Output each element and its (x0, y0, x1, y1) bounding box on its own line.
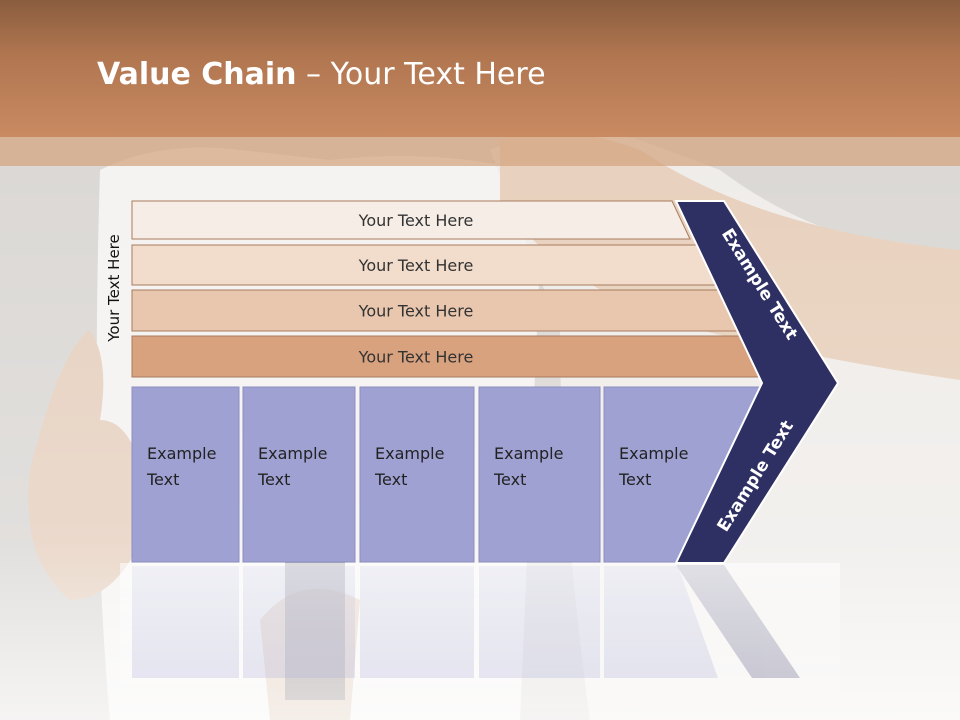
activity-text-line1-1: Example (147, 444, 216, 463)
activity-column-4 (478, 386, 601, 563)
support-bar-label-4: Your Text Here (358, 348, 474, 367)
activity-column-2 (242, 386, 356, 563)
activity-text-line1-4: Example (494, 444, 563, 463)
reflection-fade (120, 563, 840, 720)
support-bar-label-2: Your Text Here (358, 256, 474, 275)
slide-title-bold: Value Chain (97, 57, 297, 92)
title-band-lower (0, 137, 960, 166)
reflection (120, 563, 840, 720)
activity-text-line1-5: Example (619, 444, 688, 463)
title-band (0, 0, 960, 137)
support-bar-1 (131, 200, 691, 240)
slide-title-rest: – Your Text Here (296, 57, 546, 92)
activity-text-line2-1: Text (146, 470, 179, 489)
activity-text-line2-5: Text (618, 470, 651, 489)
activity-column-3 (359, 386, 475, 563)
slide-title: Value Chain – Your Text Here (97, 55, 546, 95)
support-bar-label-3: Your Text Here (358, 302, 474, 321)
activity-text-line2-2: Text (257, 470, 290, 489)
activity-text-line1-3: Example (375, 444, 444, 463)
activity-text-line2-3: Text (374, 470, 407, 489)
activity-column-1 (131, 386, 240, 563)
activity-text-line1-2: Example (258, 444, 327, 463)
activity-text-line2-4: Text (493, 470, 526, 489)
support-bar-label-1: Your Text Here (358, 211, 474, 230)
